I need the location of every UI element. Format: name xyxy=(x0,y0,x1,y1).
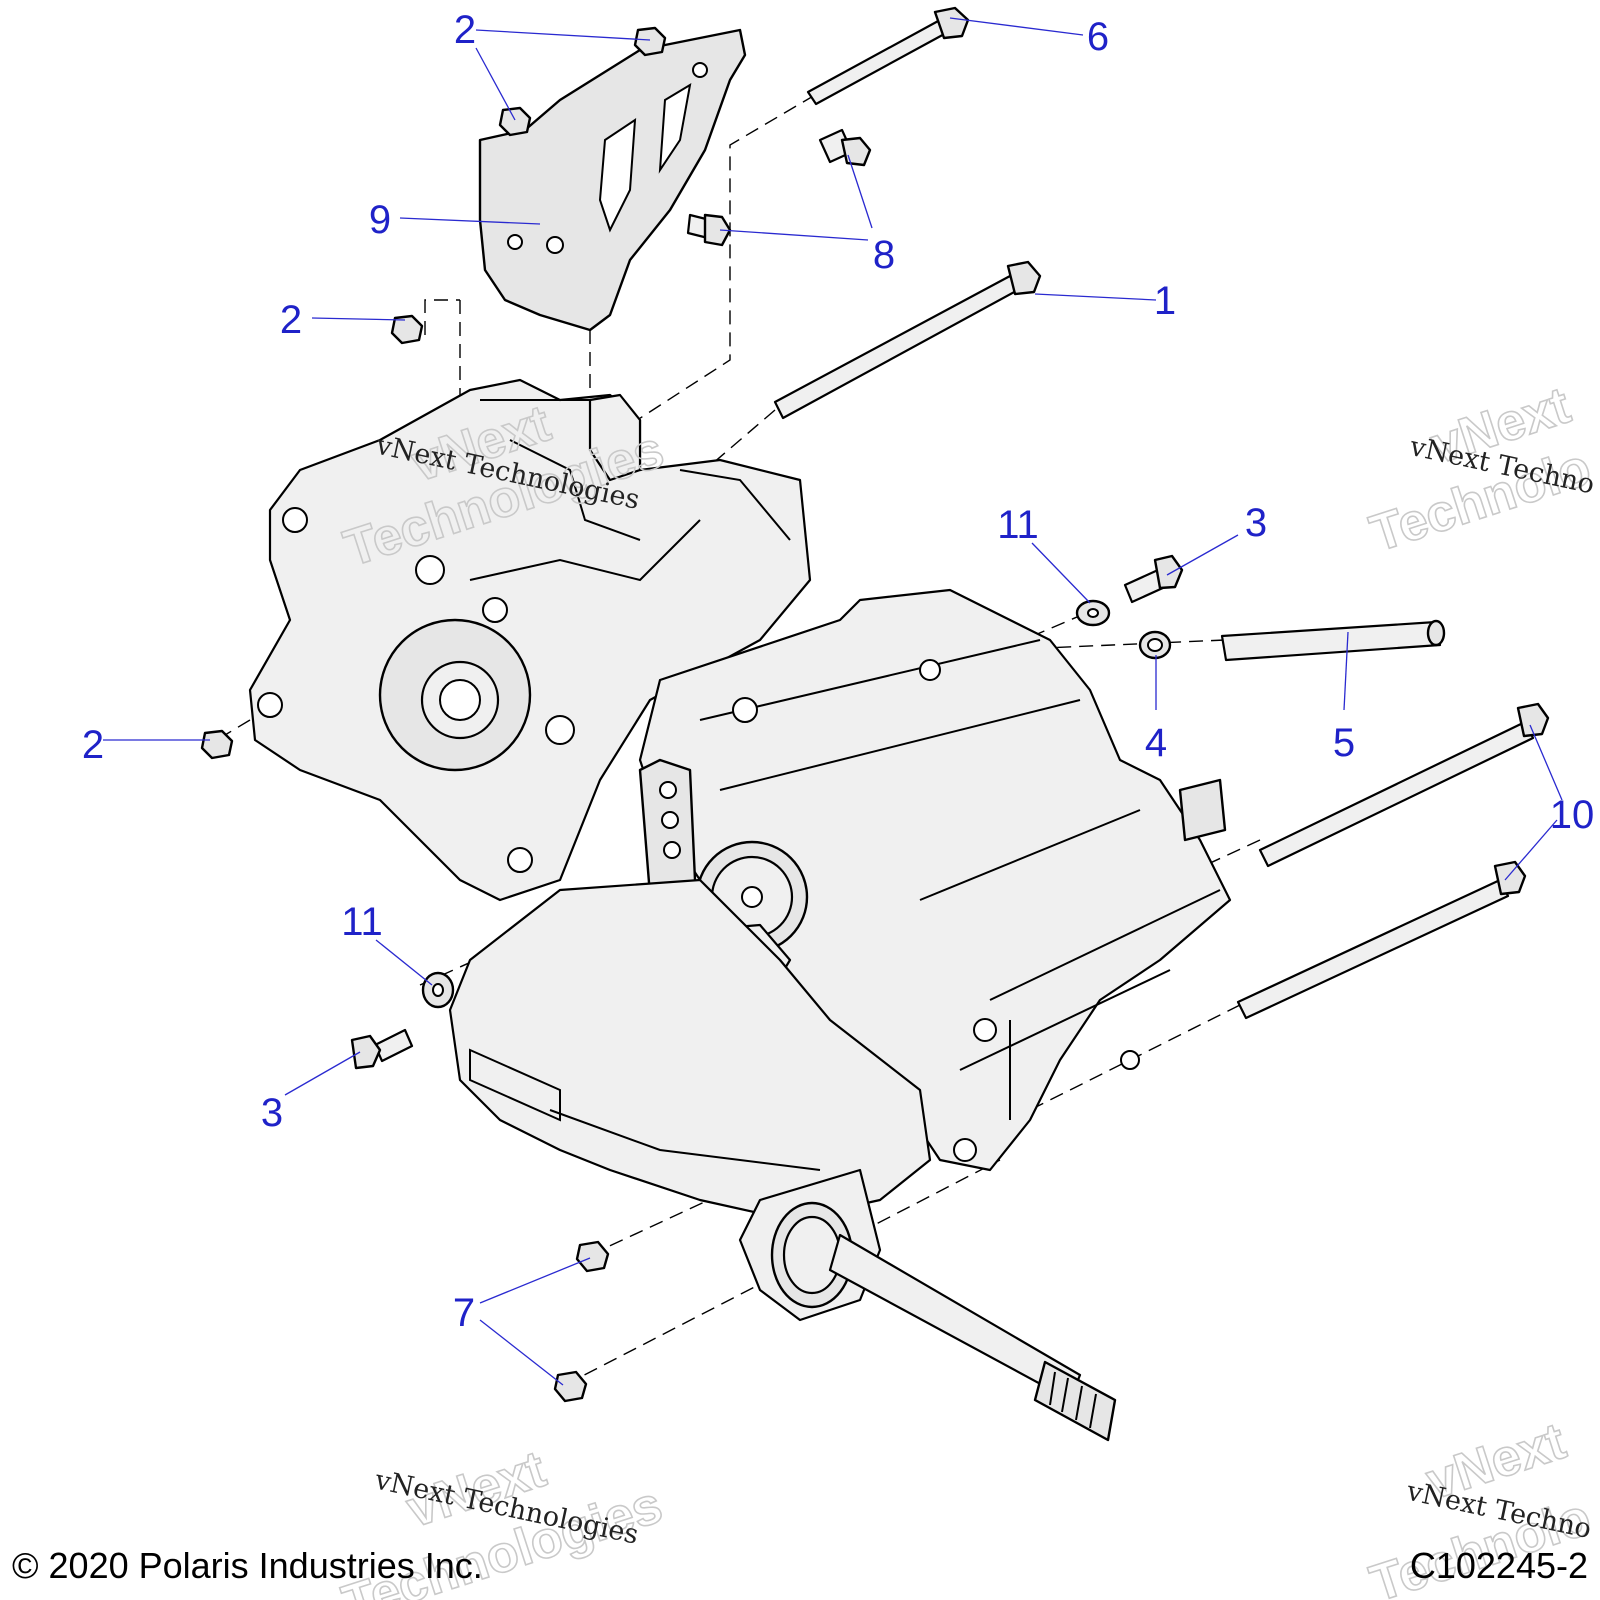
bracket-9 xyxy=(478,28,747,332)
callouts: 2 6 9 8 2 1 11 3 4 5 2 10 11 3 7 xyxy=(82,8,1594,1335)
callout-10: 10 xyxy=(1550,793,1595,837)
callout-1: 1 xyxy=(1154,279,1176,323)
callout-6: 6 xyxy=(1087,15,1109,59)
callout-9: 9 xyxy=(369,198,391,242)
figure-id: C102245-2 xyxy=(1410,1545,1588,1586)
bolts-10 xyxy=(1236,702,1550,1020)
leader-lines xyxy=(103,17,1563,1386)
bolts-8 xyxy=(686,128,872,247)
callout-4: 4 xyxy=(1145,721,1167,765)
washers-11 xyxy=(421,599,1111,1009)
clamp-4 xyxy=(1138,630,1172,660)
callout-11-upper: 11 xyxy=(997,503,1039,547)
hose-5 xyxy=(1220,619,1446,662)
copyright-text: © 2020 Polaris Industries Inc. xyxy=(12,1545,483,1586)
callout-2-top: 2 xyxy=(454,8,476,52)
callout-3-lower: 3 xyxy=(261,1091,283,1135)
nuts-2 xyxy=(200,26,667,760)
bolt-1 xyxy=(773,260,1042,420)
transmission-housing xyxy=(248,378,1232,1442)
callout-2-left: 2 xyxy=(82,723,104,767)
callout-2-mid: 2 xyxy=(280,298,302,342)
callout-3-upper: 3 xyxy=(1245,501,1267,545)
nuts-7 xyxy=(553,1240,610,1403)
callout-8: 8 xyxy=(873,233,895,277)
bolts-3 xyxy=(350,554,1184,1070)
callout-7: 7 xyxy=(453,1291,475,1335)
callout-11-lower: 11 xyxy=(341,900,383,944)
bolt-6 xyxy=(806,6,970,106)
callout-5: 5 xyxy=(1333,721,1355,765)
